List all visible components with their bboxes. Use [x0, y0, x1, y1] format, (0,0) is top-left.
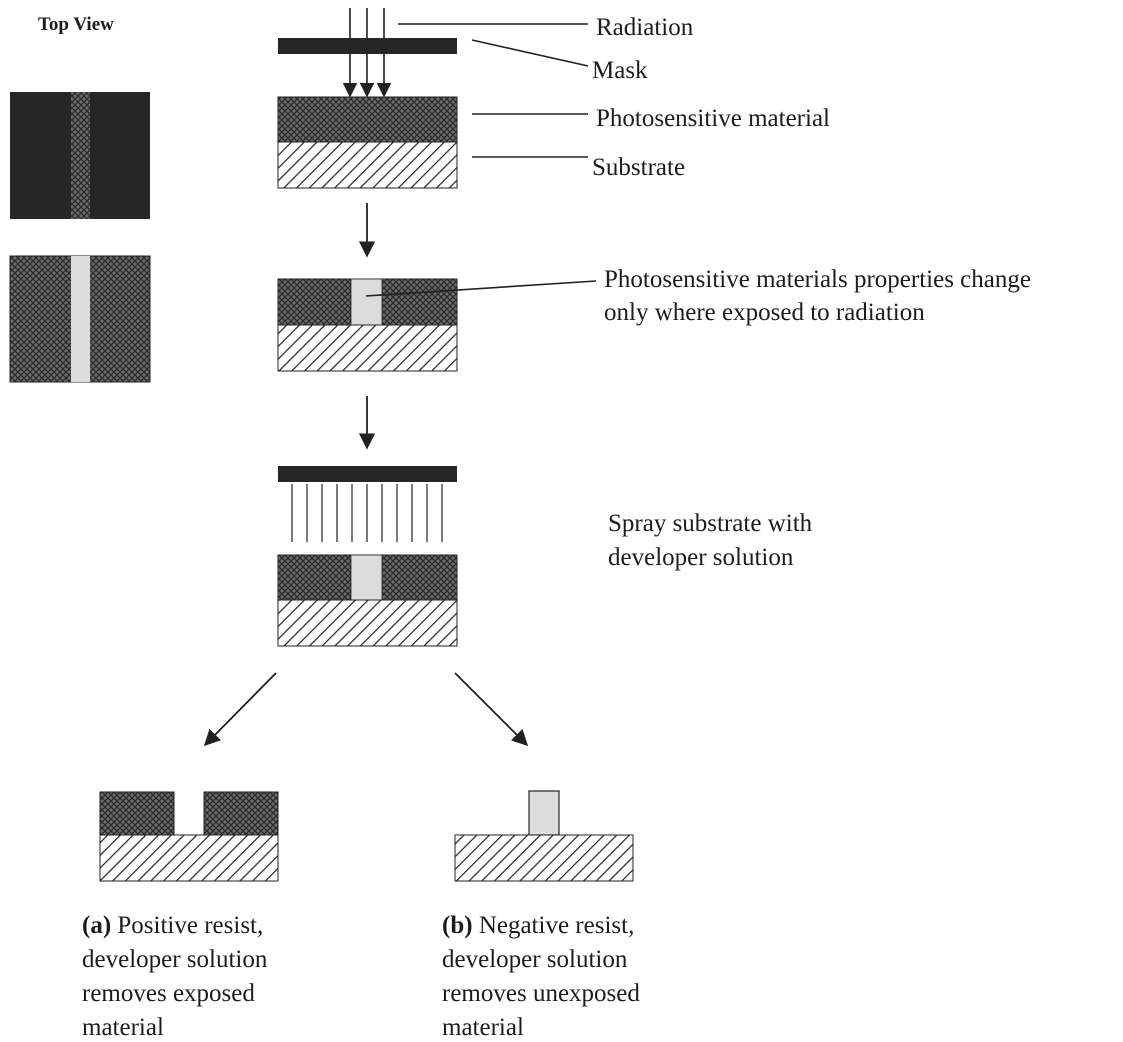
exposed-stack: [277, 278, 458, 372]
positive-resist-caption-line3: removes exposed: [82, 980, 255, 1007]
negative-resist-caption-line1: (b) Negative resist,: [442, 912, 634, 939]
positive-resist-title: Positive resist,: [117, 912, 263, 939]
spray-label-line1: Spray substrate with: [608, 510, 813, 537]
development-stack: [277, 554, 458, 647]
negative-resist-result: [454, 790, 634, 882]
branch-arrow-right: [454, 672, 529, 747]
spray-nozzle-bar: [278, 466, 457, 482]
spray-lines: [291, 484, 443, 542]
negative-resist-caption-line2: developer solution: [442, 946, 628, 973]
property-change-label-line2: only where exposed to radiation: [604, 299, 925, 326]
positive-resist-caption-line1: (a) Positive resist,: [82, 912, 263, 939]
negative-resist-caption-line3: removes unexposed: [442, 980, 640, 1007]
top-view-exposed-resist: [9, 255, 151, 383]
photosensitive-material-label: Photosensitive material: [596, 105, 830, 132]
property-change-label-line1: Photosensitive materials properties chan…: [604, 266, 1031, 293]
mask-bar: [278, 38, 457, 54]
spray-label-line2: developer solution: [608, 544, 794, 571]
substrate-label: Substrate: [592, 154, 685, 181]
mask-label: Mask: [592, 57, 648, 84]
positive-resist-caption-line2: developer solution: [82, 946, 268, 973]
branch-arrow-left: [203, 672, 277, 747]
top-view-label: Top View: [38, 14, 114, 35]
negative-resist-title: Negative resist,: [479, 912, 635, 939]
top-view-exposure-mask: [10, 92, 150, 219]
positive-resist-result: [99, 791, 279, 882]
negative-resist-caption-line4: material: [442, 1014, 524, 1041]
positive-resist-caption-line4: material: [82, 1014, 164, 1041]
negative-resist-tag: (b): [442, 912, 473, 939]
photosensitive-layer: [277, 96, 458, 143]
radiation-label: Radiation: [596, 14, 694, 41]
substrate-layer: [277, 141, 458, 189]
positive-resist-tag: (a): [82, 912, 111, 939]
property-change-leader: [365, 280, 597, 297]
leader-lines: [398, 23, 589, 158]
